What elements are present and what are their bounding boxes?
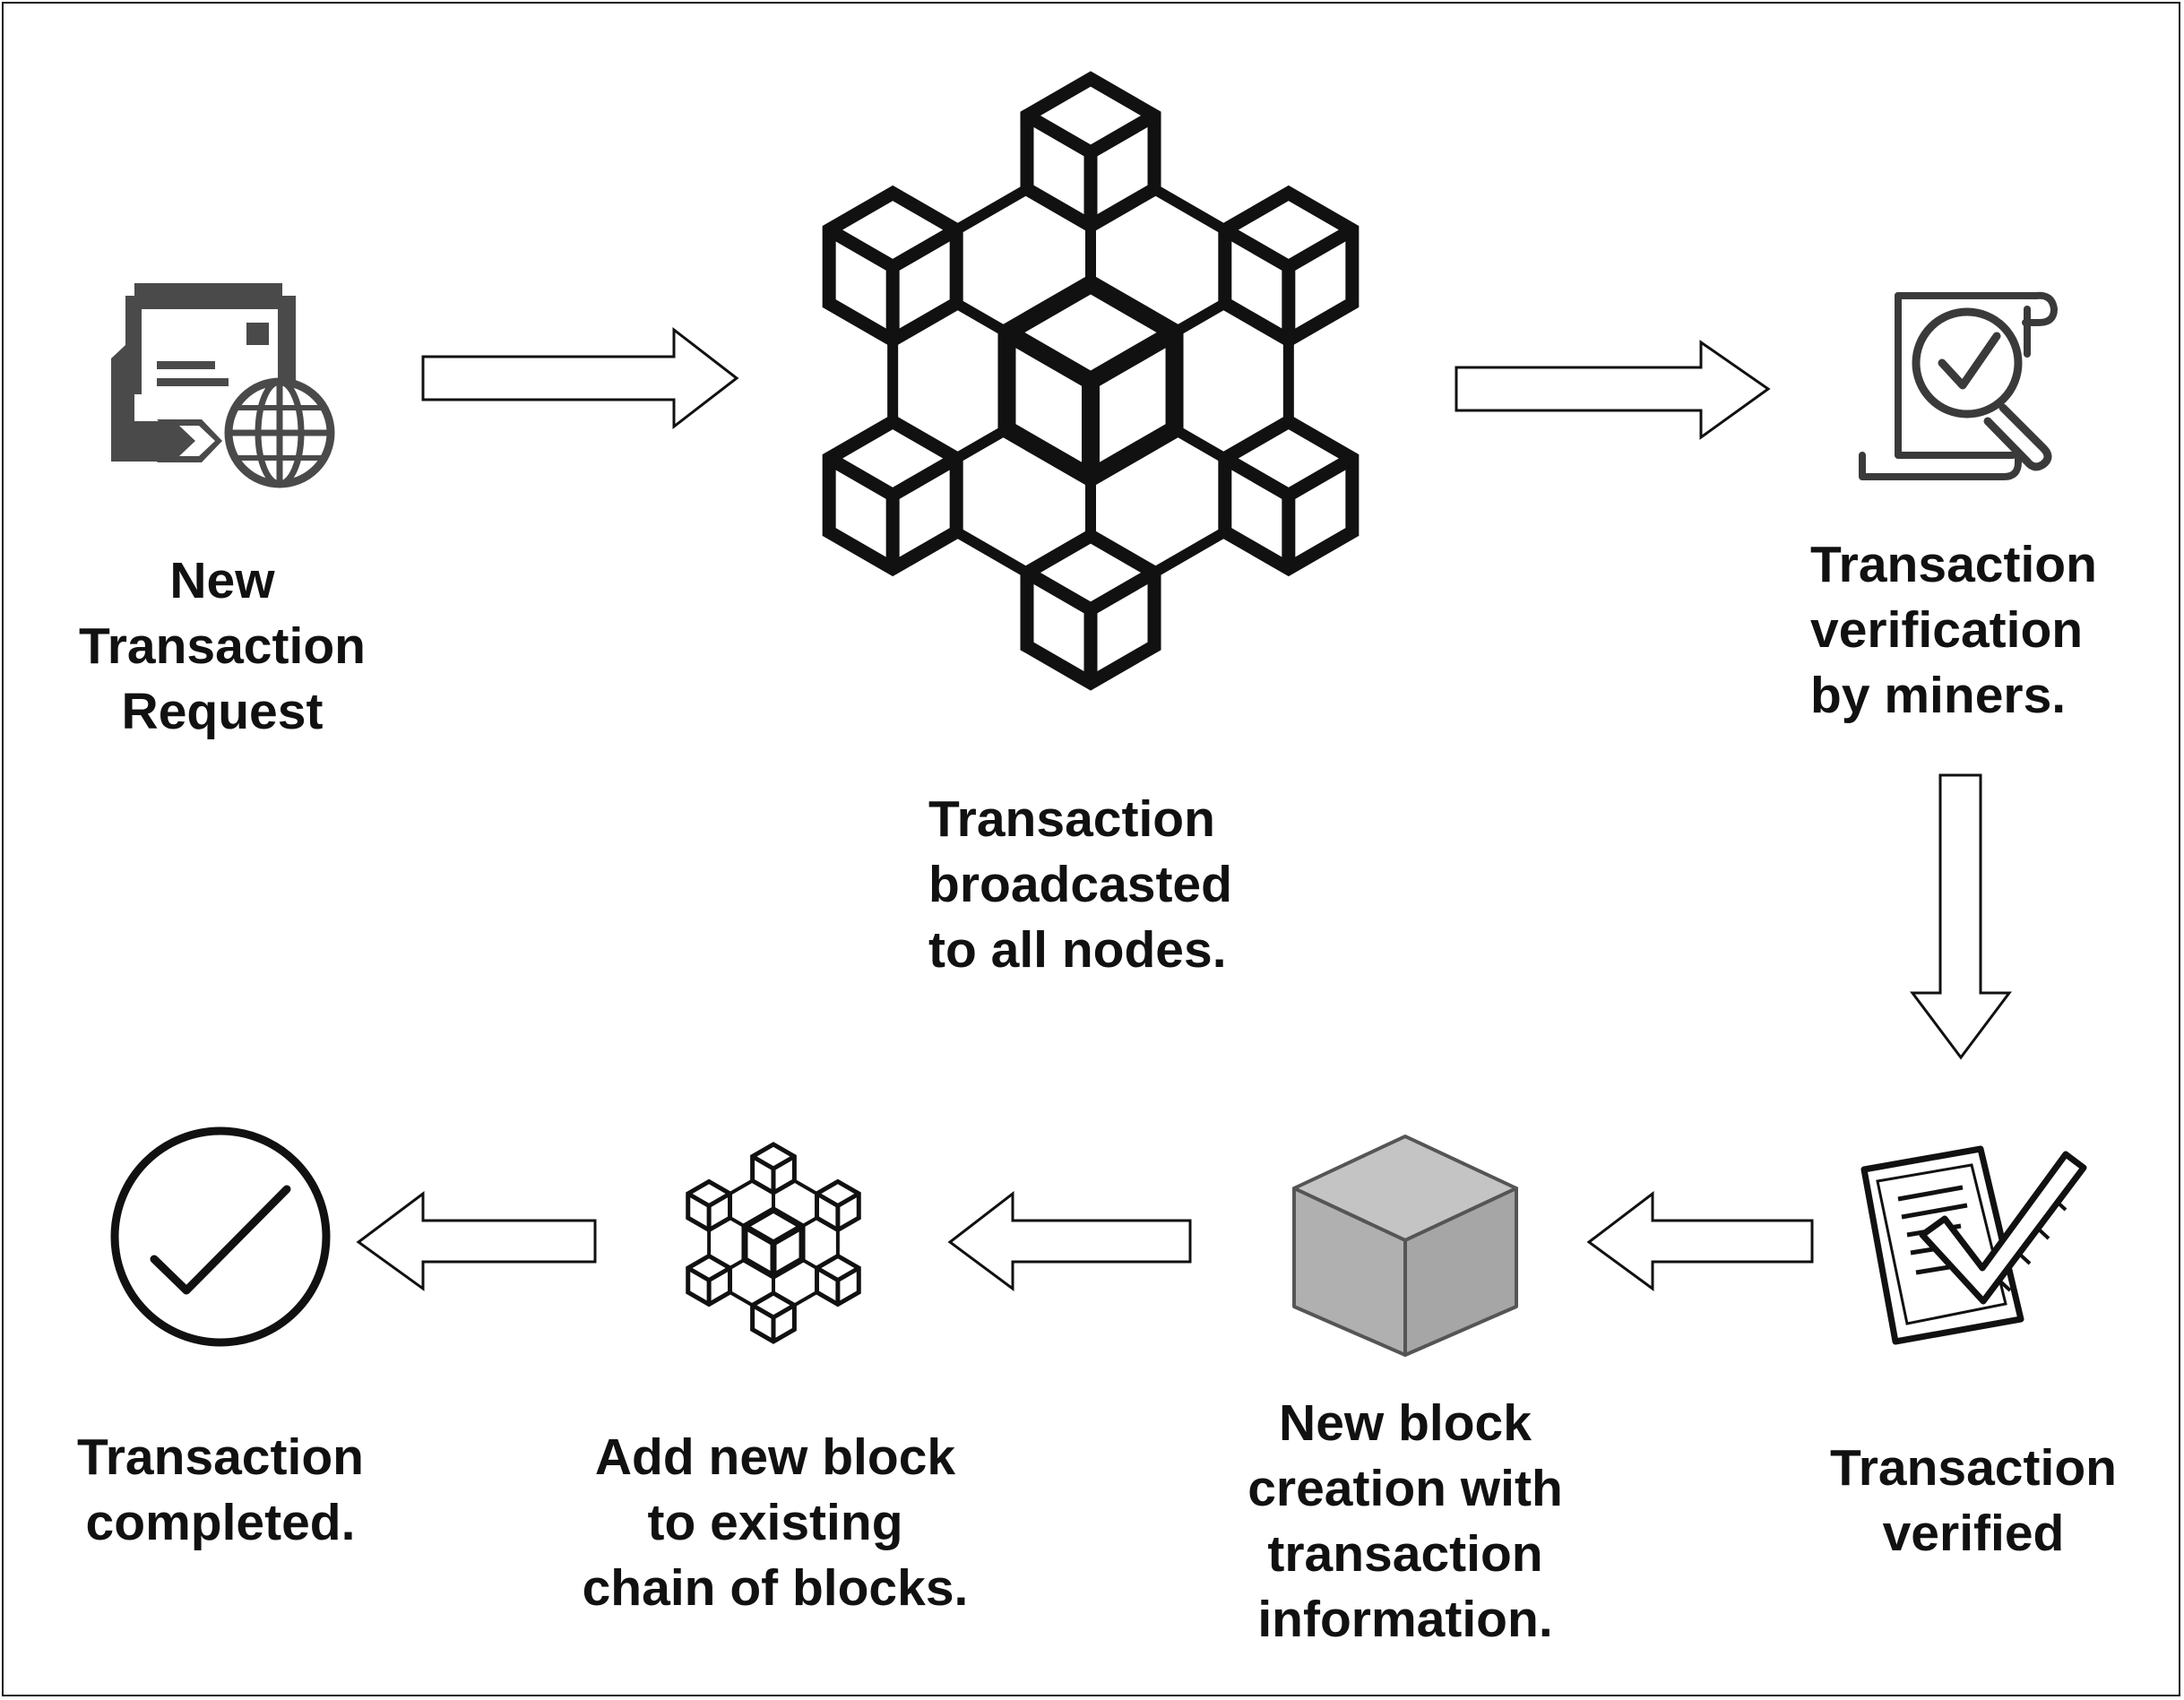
arrow-verified-to-newblock <box>1586 1190 1814 1291</box>
gray-cube-icon <box>1292 1135 1518 1357</box>
network-outer-cube <box>822 413 963 577</box>
step-label-request: New Transaction Request <box>79 552 366 740</box>
blockchain-network-icon <box>822 71 1360 691</box>
network-outer-cube <box>1020 528 1161 691</box>
arrow-addblock-to-completed <box>356 1191 597 1291</box>
network-outer-cube <box>822 185 963 349</box>
arrow-newblock-to-addblock <box>947 1190 1192 1291</box>
step-label-verify: Transaction verification by miners. <box>1810 536 2097 724</box>
small-network-outer-cube <box>686 1178 733 1233</box>
step-label-verified: Transaction verified <box>1830 1439 2117 1562</box>
step-label-add-block: Add new block to existing chain of block… <box>582 1428 969 1617</box>
network-outer-cube <box>1218 413 1360 577</box>
check-circle-icon <box>110 1126 331 1347</box>
network-outer-cube <box>1218 185 1360 349</box>
small-network-outer-cube <box>814 1253 861 1307</box>
small-network-center-cube <box>741 1205 806 1281</box>
step-label-broadcast: Transaction broadcasted to all nodes. <box>928 790 1232 979</box>
arrow-verify-to-verified <box>1910 773 2012 1060</box>
small-network-outer-cube <box>814 1178 861 1233</box>
small-network-outer-cube <box>750 1290 797 1344</box>
small-blockchain-network-icon <box>686 1142 861 1344</box>
document-magnifier-check-icon <box>1859 291 2058 480</box>
small-network-outer-cube <box>686 1253 733 1307</box>
network-center-cube <box>997 273 1184 488</box>
checked-document-icon <box>1860 1145 2087 1345</box>
small-network-outer-cube <box>750 1142 797 1195</box>
network-outer-cube <box>1020 71 1161 234</box>
arrow-request-to-broadcast <box>421 326 739 430</box>
step-label-new-block: New block creation with transaction info… <box>1247 1394 1563 1648</box>
step-label-completed: Transaction completed. <box>77 1428 364 1551</box>
arrow-broadcast-to-verify <box>1455 340 1771 440</box>
document-globe-icon <box>111 283 335 488</box>
